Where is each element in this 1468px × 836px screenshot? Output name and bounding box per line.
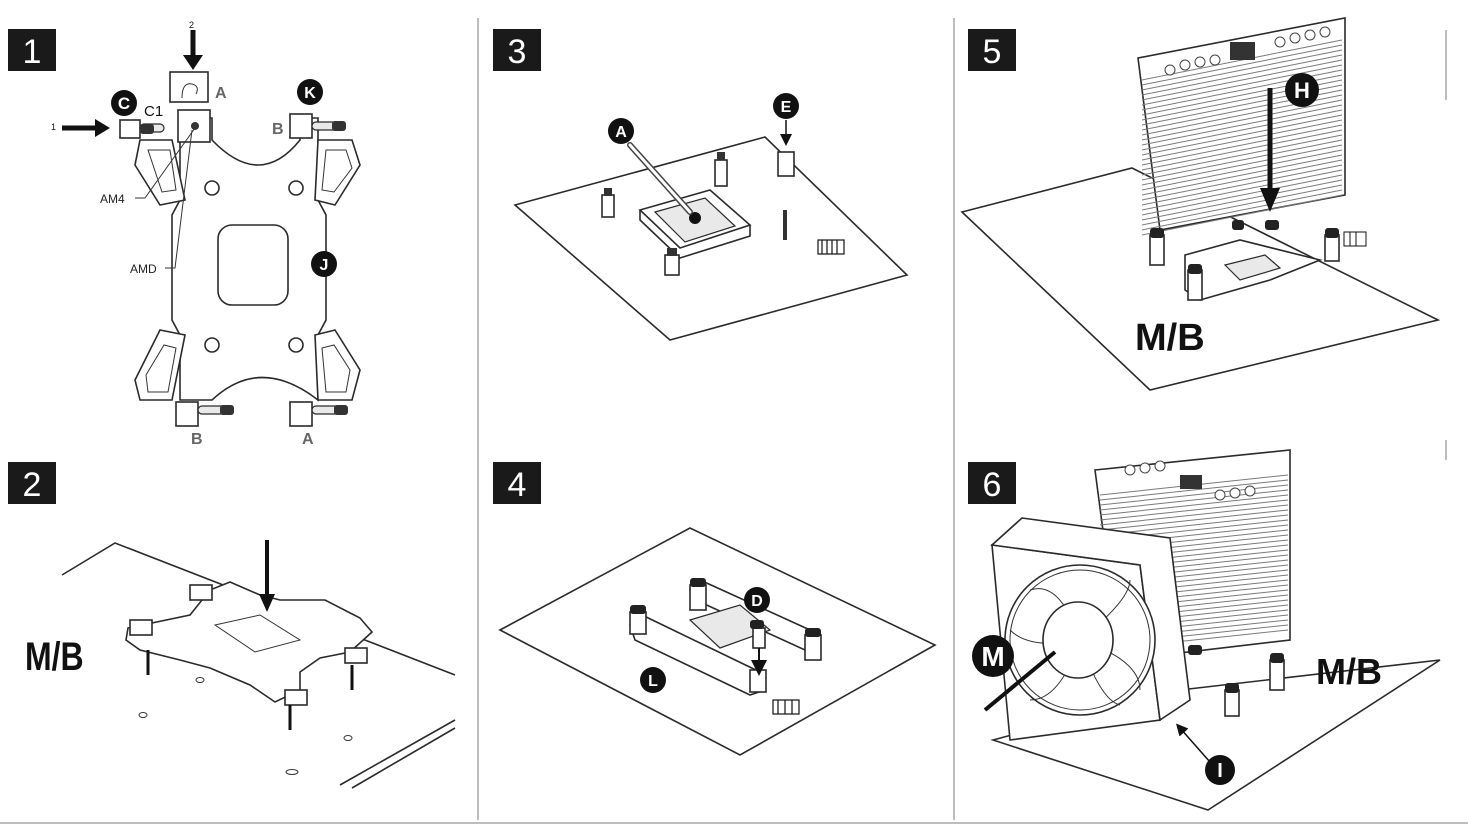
- label-c1: C1: [144, 103, 163, 120]
- svg-text:A: A: [615, 124, 627, 141]
- step-number: 2: [23, 466, 42, 504]
- arrow-number-1: 1: [51, 122, 56, 132]
- panel-5-heatsink: H M/B: [960, 17, 1441, 391]
- callout-i: I: [1205, 755, 1235, 785]
- panel-3-standoffs: A E: [513, 93, 909, 341]
- svg-text:I: I: [1217, 760, 1223, 782]
- step-badge-6: 6: [968, 462, 1016, 504]
- callout-l: L: [640, 667, 666, 693]
- step-badge-4: 4: [493, 462, 541, 504]
- panel-6-fan: M I M/B: [972, 449, 1441, 811]
- callout-h: H: [1285, 73, 1319, 107]
- svg-text:E: E: [781, 99, 792, 116]
- step-badge-1: 1: [8, 29, 56, 71]
- callout-c: C: [111, 90, 137, 116]
- panel-1-backplate: A 2 C1 1 C B K B A: [51, 20, 361, 448]
- svg-text:L: L: [648, 673, 658, 690]
- label-a-bottom: A: [302, 431, 314, 448]
- callout-a: A: [608, 118, 634, 144]
- panel-dividers: [0, 18, 1468, 824]
- svg-text:K: K: [304, 85, 316, 102]
- svg-text:D: D: [751, 593, 763, 610]
- panel-4-mounting-bars: D L: [498, 527, 937, 756]
- step-badge-5: 5: [968, 29, 1016, 71]
- svg-text:C: C: [118, 94, 130, 113]
- step-number: 5: [983, 33, 1002, 71]
- panel-2-backplate-mount: M/B: [25, 540, 456, 789]
- svg-text:M: M: [981, 641, 1004, 672]
- label-b-right: B: [272, 121, 284, 138]
- step-number: 3: [508, 33, 527, 71]
- callout-e: E: [773, 93, 799, 119]
- step-number: 6: [983, 466, 1002, 504]
- step-number: 4: [508, 466, 527, 504]
- mb-label: M/B: [1316, 651, 1382, 692]
- callout-k: K: [297, 79, 323, 105]
- mb-label: M/B: [25, 634, 84, 679]
- callout-j: J: [311, 251, 337, 277]
- label-a-top: A: [215, 85, 227, 102]
- arrow-number-2: 2: [189, 20, 194, 30]
- label-b-bottom: B: [191, 431, 203, 448]
- step-badge-3: 3: [493, 29, 541, 71]
- svg-text:J: J: [320, 257, 329, 274]
- callout-d: D: [744, 587, 770, 613]
- callout-m: M: [972, 635, 1014, 677]
- mb-label: M/B: [1135, 317, 1205, 359]
- step-badge-2: 2: [8, 462, 56, 504]
- label-am4: AM4: [100, 192, 125, 206]
- label-amd: AMD: [130, 262, 157, 276]
- step-number: 1: [23, 33, 42, 71]
- svg-text:H: H: [1294, 78, 1310, 103]
